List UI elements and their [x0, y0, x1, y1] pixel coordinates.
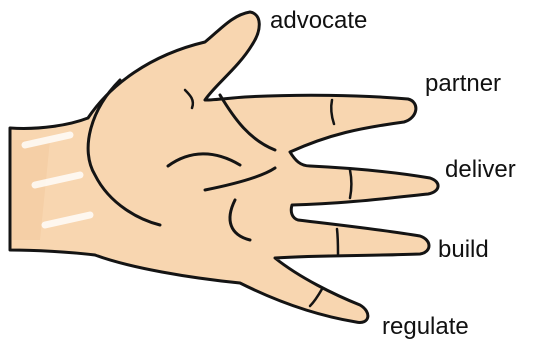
- finger-label-advocate: advocate: [270, 7, 367, 35]
- finger-label-deliver: deliver: [445, 156, 516, 184]
- middle-joint: [350, 170, 352, 198]
- finger-label-partner: partner: [425, 70, 501, 98]
- hand-shape: [10, 12, 438, 322]
- ring-joint: [337, 229, 338, 254]
- finger-label-regulate: regulate: [382, 313, 469, 341]
- finger-label-build: build: [438, 236, 489, 264]
